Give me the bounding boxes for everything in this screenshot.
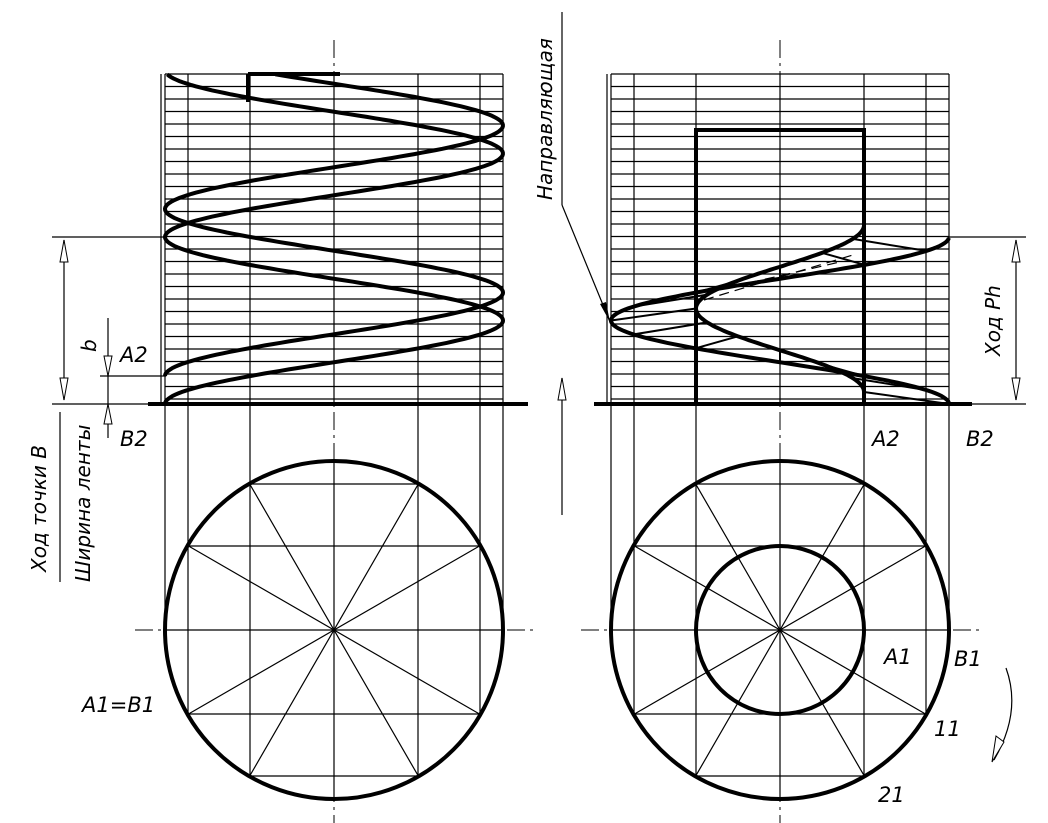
label-two-one: 21 xyxy=(878,783,905,807)
label-a1-right: A1 xyxy=(882,645,912,669)
ribbon-generator-line xyxy=(852,377,927,392)
ribbon-generator-line xyxy=(863,391,950,405)
ribbon-generator-line xyxy=(821,363,865,378)
label-napravlyayushchaya: Направляющая xyxy=(533,38,557,200)
right-plan-view xyxy=(581,459,980,801)
ribbon-generator-line xyxy=(633,321,708,336)
label-hod-tochki-b: Ход точки В xyxy=(27,445,51,573)
left-front-view xyxy=(148,40,528,823)
label-b: b xyxy=(77,339,101,352)
ribbon-generator-line xyxy=(633,293,708,308)
label-b1-right: B1 xyxy=(954,647,982,671)
inner-cylinder-outline xyxy=(694,128,866,404)
label-one-one: 11 xyxy=(934,717,961,741)
middle-up-arrow xyxy=(557,377,567,515)
ribbon-generator-line xyxy=(695,335,739,350)
right-dimension-pitch xyxy=(948,236,1026,405)
left-helix-second-edge xyxy=(162,72,506,377)
ribbon-generator-line xyxy=(695,279,739,294)
label-hod-ph: Ход Ph xyxy=(981,285,1005,357)
rotation-arrow xyxy=(991,667,1013,763)
label-a1-eq-b1: A1=B1 xyxy=(80,693,155,717)
right-grid xyxy=(606,73,950,404)
label-b2-right: B2 xyxy=(966,427,994,451)
ribbon-generator-line xyxy=(610,307,697,322)
left-dimension-pitch xyxy=(52,236,166,438)
label-a2-right: A2 xyxy=(870,427,900,451)
label-shirina-lenty: Ширина ленты xyxy=(71,425,95,582)
label-b2-left: B2 xyxy=(120,427,148,451)
ribbon-generator-line xyxy=(821,251,865,266)
label-a2-left: A2 xyxy=(118,343,148,367)
left-plan-view xyxy=(135,459,535,801)
left-helix-curve xyxy=(162,72,506,405)
ribbon-generator-line xyxy=(852,237,927,252)
right-front-view xyxy=(594,40,972,823)
guide-leader xyxy=(561,12,611,323)
right-helix-outer xyxy=(608,237,951,405)
